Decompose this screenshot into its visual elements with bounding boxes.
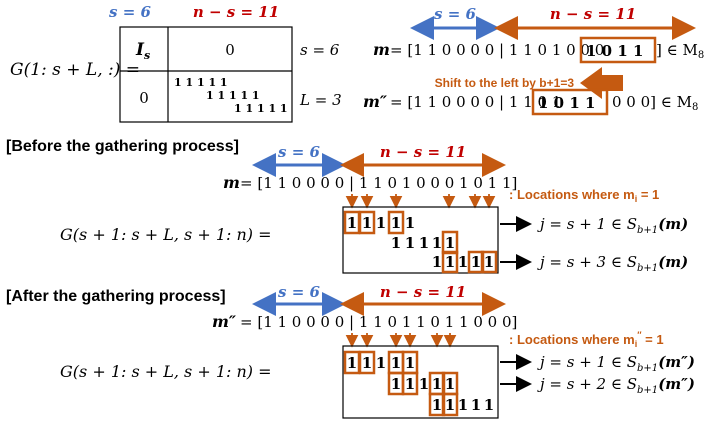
- before-m-vector: = [1 1 0 0 0 0 | 1 1 0 1 0 0 0 1 0 1 1]: [240, 174, 517, 192]
- after-r1-c4: 1: [391, 354, 401, 372]
- before-r1-c4: 1: [391, 214, 401, 232]
- zero-bottom-left: 0: [139, 89, 149, 107]
- before-r3-c4: 1: [471, 253, 481, 271]
- before-r2-c4: 1: [432, 234, 442, 252]
- top-right-ns-label: n − s = 11: [550, 5, 636, 23]
- after-highlight: [441, 392, 459, 417]
- after-r3-c1: 1: [432, 396, 442, 414]
- before-r3-c5: 1: [484, 253, 494, 271]
- before-r3-c3: 1: [458, 253, 468, 271]
- mpp-label: m″: [363, 92, 388, 111]
- after-m-label: m″: [212, 312, 237, 331]
- after-r1-c2: 1: [362, 354, 372, 372]
- after-j2: j = s + 2 ∈ Sb+1(m″): [537, 375, 695, 396]
- after-r3-c4: 1: [471, 396, 481, 414]
- before-r1-c2: 1: [362, 214, 372, 232]
- before-locations: : Locations where mi = 1: [509, 187, 659, 204]
- before-r3-c2: 1: [445, 253, 455, 271]
- after-highlight: [401, 371, 419, 396]
- ones-row-3: 1 1 1 1 1: [234, 102, 288, 115]
- before-highlight: [387, 210, 405, 235]
- m-vector-suffix: ] ∈ M8: [656, 41, 704, 61]
- after-s-label: s = 6: [278, 283, 320, 301]
- m-label: m: [373, 40, 390, 59]
- after-r3-c2: 1: [445, 396, 455, 414]
- after-ns-label: n − s = 11: [380, 283, 466, 301]
- before-highlight: [358, 210, 376, 235]
- after-title: [After the gathering process]: [6, 288, 226, 305]
- m-vector-prefix: = [1 1 0 0 0 0 | 1 1 0 1 0 0 0: [390, 41, 604, 59]
- l-equation: L = 3: [299, 91, 342, 109]
- after-r1-c3: 1: [376, 354, 386, 372]
- shift-text: Shift to the left by b+1=3: [435, 76, 575, 90]
- after-g-lhs: G(s + 1: s + L, s + 1: n) =: [60, 362, 272, 381]
- before-r1-c3: 1: [376, 214, 386, 232]
- top-right-s-label: s = 6: [434, 5, 476, 23]
- before-highlight: [480, 250, 498, 274]
- identity-block: Is: [135, 40, 150, 62]
- before-m-label: m: [223, 173, 240, 192]
- before-r2-c3: 1: [419, 234, 429, 252]
- top-matrix-box: [119, 26, 293, 123]
- before-section: [Before the gathering process] s = 6 n −…: [6, 138, 688, 274]
- before-location-arrows: [345, 194, 496, 209]
- zero-top-right: 0: [225, 41, 235, 59]
- top-ns-label: n − s = 11: [193, 3, 279, 21]
- top-s-label: s = 6: [109, 3, 151, 21]
- mpp-box: [531, 88, 609, 116]
- mpp-vector-prefix: = [1 1 0 0 0 0 | 1 1 0 1: [390, 93, 561, 111]
- before-r2-c5: 1: [445, 234, 455, 252]
- before-title: [Before the gathering process]: [6, 138, 239, 155]
- after-highlight: [358, 350, 376, 375]
- after-location-arrows: [345, 333, 457, 348]
- after-r2-c2: 1: [405, 375, 415, 393]
- after-matrix-box: [342, 345, 499, 419]
- after-r2-c5: 1: [445, 375, 455, 393]
- m-box: [579, 36, 657, 64]
- after-r1-c5: 1: [405, 354, 415, 372]
- ones-row-1: 1 1 1 1 1: [174, 76, 228, 89]
- after-locations: : Locations where mi″ = 1: [509, 330, 664, 349]
- after-j1: j = s + 1 ∈ Sb+1(m″): [537, 353, 695, 374]
- after-section: [After the gathering process] s = 6 n − …: [6, 283, 695, 419]
- before-highlight: [441, 250, 459, 274]
- before-s-label: s = 6: [278, 143, 320, 161]
- after-r1-c1: 1: [347, 354, 357, 372]
- before-r3-c1: 1: [432, 253, 442, 271]
- before-r2-c2: 1: [405, 234, 415, 252]
- after-r3-c3: 1: [458, 396, 468, 414]
- mpp-box-bits: 1 0 1 1: [538, 94, 595, 112]
- before-matrix-box: [342, 206, 499, 274]
- before-j1: j = s + 1 ∈ Sb+1(m): [537, 215, 688, 236]
- top-left-matrix: s = 6 n − s = 11 G(1: s + L, :) = Is 0 0…: [10, 3, 342, 123]
- before-r2-c1: 1: [391, 234, 401, 252]
- after-r2-c4: 1: [432, 375, 442, 393]
- before-r1-c5: 1: [405, 214, 415, 232]
- mpp-vector-suffix: 0 0 0] ∈ M8: [612, 93, 698, 113]
- m-box-bits: 1 0 1 1: [586, 42, 643, 60]
- after-r3-c5: 1: [484, 396, 494, 414]
- top-g-lhs: G(1: s + L, :) =: [10, 60, 140, 80]
- before-ns-label: n − s = 11: [380, 143, 466, 161]
- before-r1-c1: 1: [347, 214, 357, 232]
- after-r2-c1: 1: [391, 375, 401, 393]
- s-equation: s = 6: [300, 41, 340, 59]
- after-m-vector: = [1 1 0 0 0 0 | 1 1 0 1 1 0 1 1 0 0 0]: [240, 313, 517, 331]
- before-g-lhs: G(s + 1: s + L, s + 1: n) =: [60, 225, 272, 244]
- ones-row-2: 1 1 1 1 1: [206, 89, 260, 102]
- before-j2: j = s + 3 ∈ Sb+1(m): [537, 253, 688, 274]
- after-r2-c3: 1: [419, 375, 429, 393]
- top-right-vectors: s = 6 n − s = 11 m = [1 1 0 0 0 0 | 1 1 …: [363, 5, 704, 116]
